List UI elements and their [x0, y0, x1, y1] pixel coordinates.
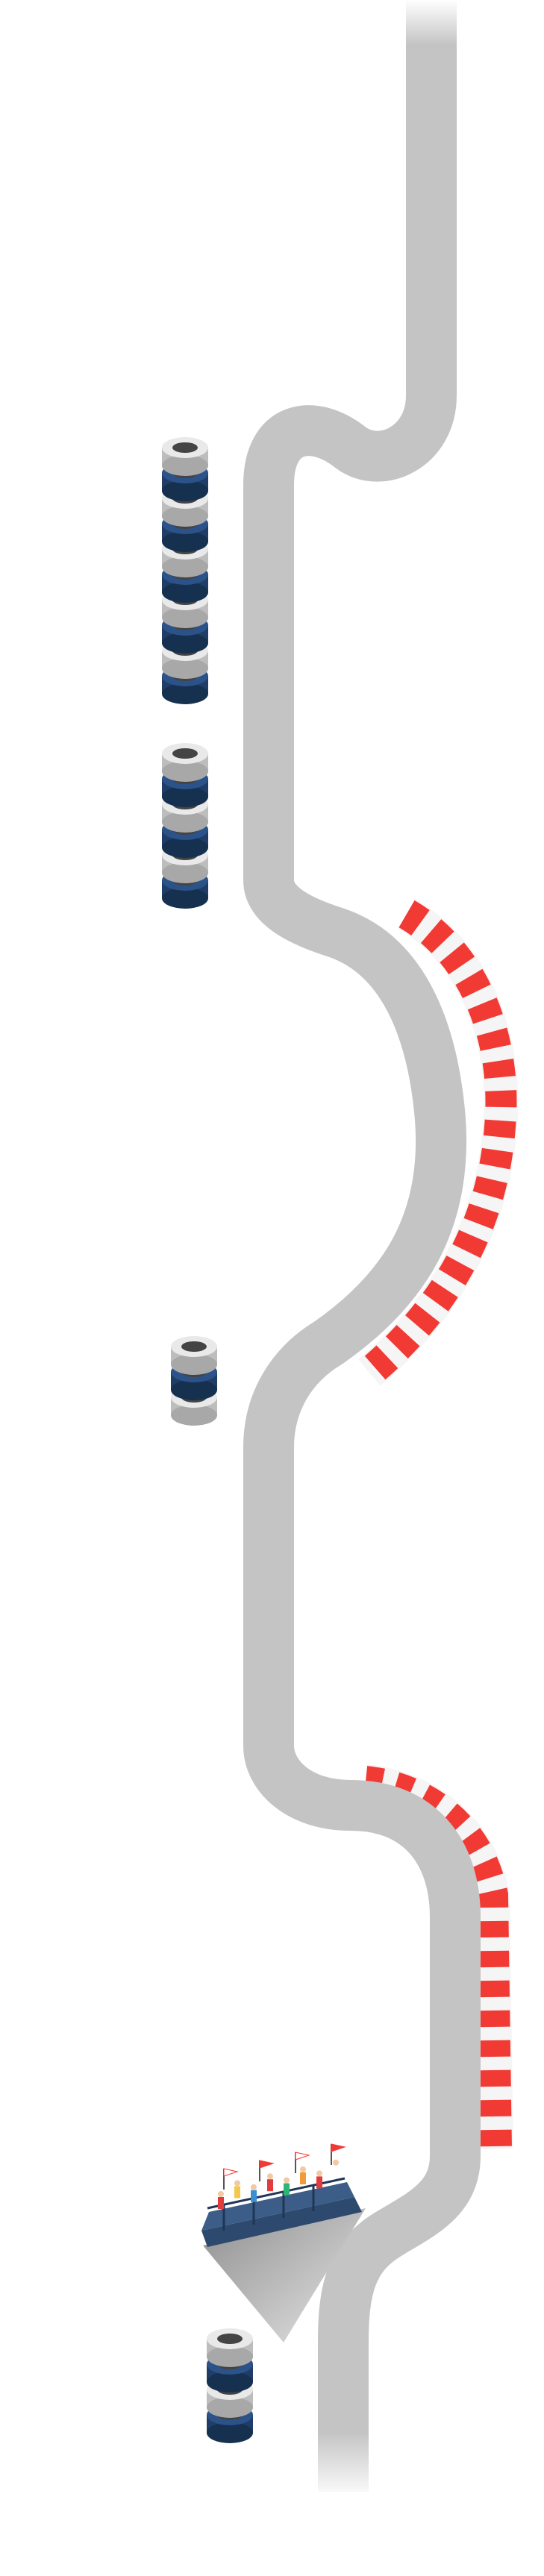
tire-side	[207, 2397, 253, 2418]
tire-hole	[181, 1341, 207, 1352]
spectator-head	[316, 2170, 322, 2177]
tire-hole	[217, 2334, 243, 2344]
tire-side	[162, 557, 208, 577]
tire-side	[162, 658, 208, 679]
tire-side	[207, 2422, 253, 2443]
track-fade-bottom	[306, 2432, 381, 2499]
spectators	[218, 2143, 346, 2209]
tire-side	[207, 2372, 253, 2392]
tire-hole	[172, 748, 198, 759]
spectator	[267, 2179, 273, 2192]
spectator	[251, 2190, 257, 2202]
spectator-head	[333, 2159, 339, 2166]
tire-side	[162, 480, 208, 501]
tire-side	[162, 607, 208, 628]
tire-side	[162, 506, 208, 527]
spectator	[300, 2172, 306, 2184]
tire-side	[171, 1379, 217, 1400]
tire-stack-small	[171, 1336, 217, 1426]
tire-side	[171, 1405, 217, 1426]
tire-stack-bottom	[207, 2328, 253, 2443]
tire-side	[162, 812, 208, 833]
flag	[259, 2160, 275, 2169]
spectator-head	[284, 2177, 290, 2184]
tire-side	[162, 531, 208, 552]
spectator-head	[300, 2166, 306, 2172]
tire-hole	[172, 442, 198, 453]
track-fade-top	[396, 0, 470, 45]
spectator-head	[218, 2191, 224, 2197]
tire-side	[162, 786, 208, 807]
tire-side	[162, 633, 208, 654]
spectator-head	[234, 2180, 240, 2187]
tire-side	[162, 837, 208, 858]
spectator	[284, 2183, 290, 2196]
tire-side	[171, 1354, 217, 1375]
flag	[295, 2152, 310, 2160]
spectator	[218, 2197, 224, 2209]
spectator-head	[251, 2184, 257, 2190]
flag	[331, 2143, 346, 2152]
flag	[223, 2168, 239, 2177]
grandstand-shadow	[203, 2208, 366, 2342]
tire-side	[162, 455, 208, 476]
tire-side	[207, 2346, 253, 2367]
spectator-head	[267, 2173, 273, 2180]
tire-stack-top	[162, 437, 208, 704]
tire-stack-middle	[162, 743, 208, 909]
race-track	[243, 0, 481, 2492]
tire-side	[162, 761, 208, 782]
grandstand-base	[201, 2197, 362, 2247]
tire-side	[162, 862, 208, 883]
tire-side	[162, 582, 208, 603]
tire-side	[162, 888, 208, 909]
spectator	[316, 2176, 322, 2189]
spectator	[333, 2165, 339, 2178]
curb-chicane-upper	[358, 899, 519, 1386]
tire-side	[162, 683, 208, 704]
grandstand	[201, 2143, 366, 2342]
spectator	[234, 2186, 240, 2199]
grandstand-deck	[201, 2182, 354, 2231]
